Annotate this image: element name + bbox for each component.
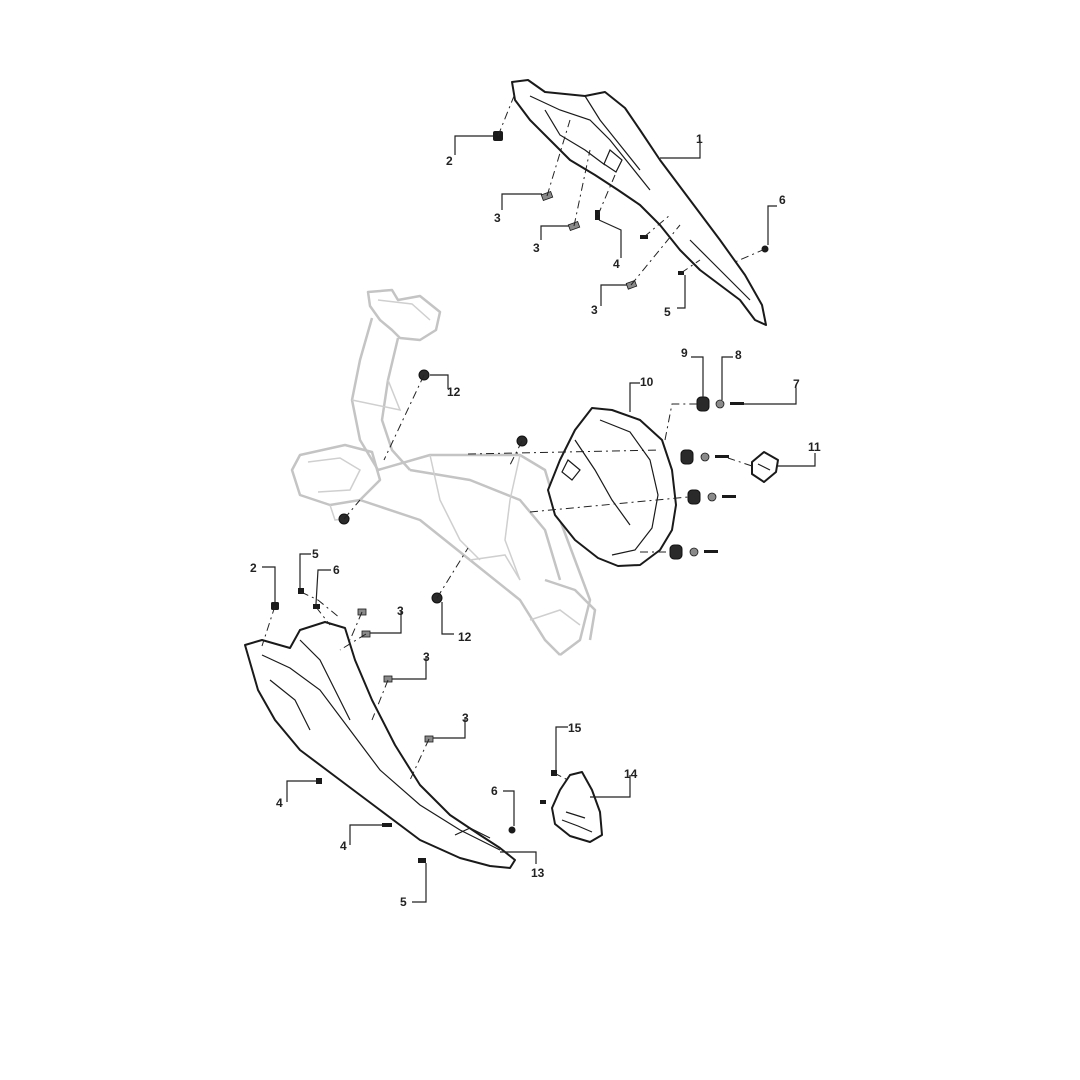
callout-5: 5 bbox=[664, 305, 671, 319]
callout-6: 6 bbox=[333, 563, 340, 577]
callout-4: 4 bbox=[613, 257, 620, 271]
callout-6: 6 bbox=[491, 784, 498, 798]
callout-15: 15 bbox=[568, 721, 582, 735]
callout-labels: 1 2 3 3 4 3 5 6 9 8 10 7 11 12 12 2 5 6 … bbox=[250, 132, 821, 909]
leader-lines bbox=[262, 135, 816, 903]
callout-5: 5 bbox=[312, 547, 319, 561]
callout-13: 13 bbox=[531, 866, 545, 880]
callout-4: 4 bbox=[276, 796, 283, 810]
scooter-frame bbox=[290, 288, 597, 656]
callout-3: 3 bbox=[462, 711, 469, 725]
callout-7: 7 bbox=[793, 377, 800, 391]
callout-14: 14 bbox=[624, 767, 638, 781]
part-10-center-cover bbox=[547, 407, 677, 567]
callout-2: 2 bbox=[250, 561, 257, 575]
part-14-small-cover bbox=[551, 771, 603, 843]
callout-3: 3 bbox=[494, 211, 501, 225]
callout-12: 12 bbox=[458, 630, 472, 644]
callout-8: 8 bbox=[735, 348, 742, 362]
callout-6: 6 bbox=[779, 193, 786, 207]
part-11-plate bbox=[751, 451, 779, 483]
callout-2: 2 bbox=[446, 154, 453, 168]
callout-4: 4 bbox=[340, 839, 347, 853]
callout-1: 1 bbox=[696, 132, 703, 146]
callout-5: 5 bbox=[400, 895, 407, 909]
part-13-lower-side-cover bbox=[244, 621, 516, 869]
callout-11: 11 bbox=[808, 440, 821, 454]
assembly-lines bbox=[261, 95, 766, 781]
callout-3: 3 bbox=[423, 650, 430, 664]
callout-3: 3 bbox=[591, 303, 598, 317]
callout-12: 12 bbox=[447, 385, 461, 399]
callout-10: 10 bbox=[640, 375, 654, 389]
callout-3: 3 bbox=[533, 241, 540, 255]
callout-3: 3 bbox=[397, 604, 404, 618]
callout-9: 9 bbox=[681, 346, 688, 360]
part-1-rear-cover bbox=[511, 79, 767, 326]
